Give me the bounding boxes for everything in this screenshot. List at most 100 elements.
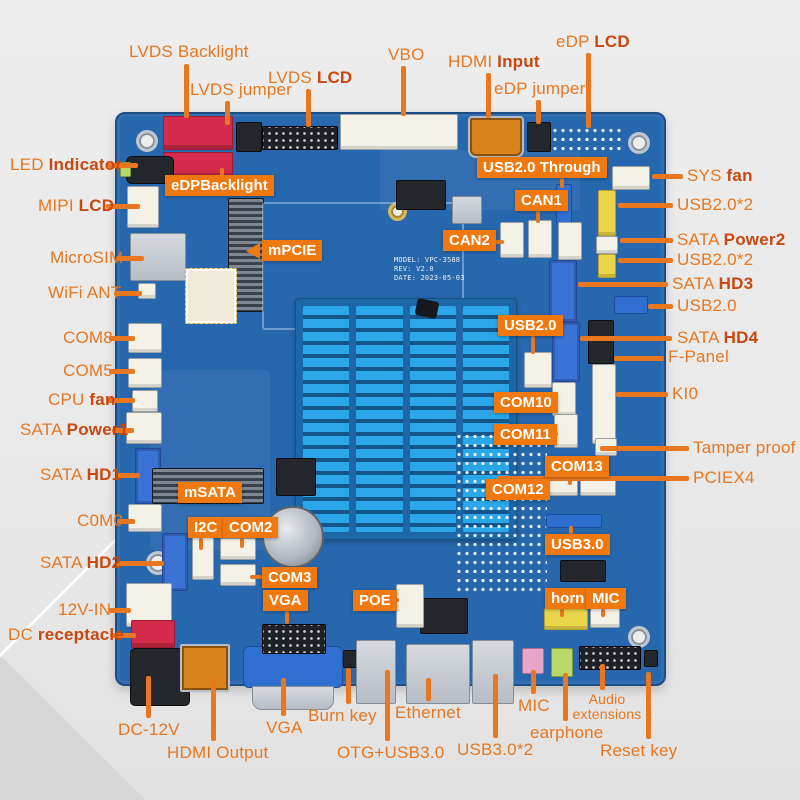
sys-fan-leader-line — [652, 174, 683, 179]
board-label-mpcie: mPCIE — [262, 240, 323, 261]
label-pciex4: PCIEX4 — [693, 468, 755, 487]
com13-leader-line — [568, 477, 572, 485]
vga-header — [262, 624, 326, 654]
can1-connector — [528, 220, 552, 258]
label-com8: COM8 — [63, 328, 113, 347]
label-vga-bottom: VGA — [266, 718, 303, 737]
lvds-lcd-leader-line — [306, 89, 311, 127]
memory-chip — [396, 180, 446, 210]
i2c-leader-line — [199, 538, 203, 550]
edp-backlight-leader-line — [220, 168, 224, 176]
board-label-horn: horn — [545, 588, 591, 609]
board-label-com12: COM12 — [486, 479, 550, 500]
com2-leader-line — [240, 538, 244, 548]
mounting-hole — [136, 130, 158, 152]
edp-lcd-leader-line — [586, 53, 591, 128]
pciex4-pad-grid — [455, 432, 547, 592]
board-label-com10: COM10 — [494, 392, 558, 413]
usb2-header-a — [598, 190, 616, 236]
mic-board-leader-line — [601, 609, 605, 617]
label-sata-hd3: SATA HD3 — [672, 274, 754, 293]
usb2-mid-leader-line — [531, 336, 535, 354]
label-tamper-proof: Tamper proof — [693, 438, 796, 457]
usb2-header-b — [598, 254, 616, 278]
f-panel-leader-line — [614, 356, 664, 361]
tamper-proof-leader-line — [600, 446, 689, 451]
pciex4-leader-line — [497, 476, 689, 481]
can2-leader-line — [494, 240, 504, 244]
vga-shroud — [252, 686, 334, 710]
mounting-hole — [628, 132, 650, 154]
vga-bottom-leader-line — [281, 678, 286, 716]
label-lvds-jumper: LVDS jumper — [190, 80, 293, 99]
label-vbo: VBO — [388, 45, 425, 64]
chip — [560, 560, 606, 582]
f-panel-header — [588, 320, 614, 364]
model-line: MODEL: VPC-3588 — [394, 256, 461, 264]
usb2x2-b-leader-line — [618, 258, 673, 263]
can1-leader-line — [536, 211, 540, 223]
led-dot — [120, 162, 131, 177]
board-label-edp-backlight: eDPBacklight — [165, 175, 274, 196]
vga-board-leader-line — [285, 611, 289, 624]
label-lvds-lcd: LVDS LCD — [268, 68, 353, 87]
board-label-poe: POE — [353, 590, 397, 611]
label-dc-receptacle: DC receptacle — [8, 625, 125, 644]
chip — [276, 458, 316, 496]
usb2-right-connector — [614, 296, 648, 314]
led-indicator-leader-line — [108, 163, 138, 168]
hdmi-output-leader-line — [211, 678, 216, 741]
reset-key-button — [644, 650, 658, 667]
label-mic-bottom: MIC — [518, 696, 550, 715]
ki0-leader-line — [616, 392, 668, 397]
otg-usb3-leader-line — [385, 670, 390, 741]
sata-hd3-connector — [549, 260, 577, 322]
burn-key-leader-line — [346, 668, 351, 704]
lvds-backlight-leader-line — [184, 64, 189, 118]
vbo-leader-line — [401, 66, 406, 116]
label-edp-jumper: eDP jumper — [494, 79, 586, 98]
label-wifi-ant: WiFi ANT — [48, 283, 122, 302]
board-label-usb3-board: USB3.0 — [545, 534, 610, 555]
board-label-msata: mSATA — [178, 482, 242, 503]
chip — [452, 196, 482, 224]
board-label-usb2-mid: USB2.0 — [498, 315, 563, 336]
label-sys-fan: SYS fan — [687, 166, 753, 185]
label-c0m0: C0M0 — [77, 511, 124, 530]
sata-power1-leader-line — [112, 428, 134, 433]
edp-lcd-pads — [551, 126, 621, 150]
sata-hd3-leader-line — [578, 282, 668, 287]
label-com5: COM5 — [63, 361, 113, 380]
mipi-lcd-leader-line — [106, 204, 140, 209]
usb2x2-a-leader-line — [618, 203, 673, 208]
board-label-com3: COM3 — [262, 567, 318, 588]
cpu-fan-leader-line — [107, 398, 135, 403]
audio-extensions-leader-line — [600, 664, 605, 690]
earphone-jack — [551, 648, 573, 677]
board-label-com11: COM11 — [494, 424, 557, 445]
label-ki0: KI0 — [672, 384, 699, 403]
microsim-leader-line — [116, 256, 144, 261]
board-label-usb2-through: USB2.0 Through — [477, 157, 607, 178]
label-dc-12v: DC-12V — [118, 720, 180, 739]
sata-power2-leader-line — [620, 238, 673, 243]
label-usb2x2-a: USB2.0*2 — [677, 195, 754, 214]
label-cpu-fan: CPU fan — [48, 390, 116, 409]
date-line: DATE: 2023-05-03 — [394, 273, 465, 282]
dc-12v-leader-line — [146, 676, 151, 718]
label-earphone: earphone — [530, 723, 604, 742]
board-silkscreen-text: MODEL: VPC-3588 REV: V2.0 DATE: 2023-05-… — [394, 256, 465, 282]
usb2-right-leader-line — [648, 304, 673, 309]
lvds-lcd-header — [262, 126, 338, 150]
usb3-board-leader-line — [569, 526, 573, 534]
dc-receptacle-connector — [131, 620, 175, 648]
sata-hd4-leader-line — [580, 336, 672, 341]
lvds-backlight-connector — [163, 116, 233, 150]
board-label-i2c: I2C — [188, 517, 224, 538]
horn-leader-line — [560, 609, 564, 617]
c0m0-leader-line — [117, 519, 135, 524]
12v-in-leader-line — [109, 608, 131, 613]
label-edp-lcd: eDP LCD — [556, 32, 630, 51]
